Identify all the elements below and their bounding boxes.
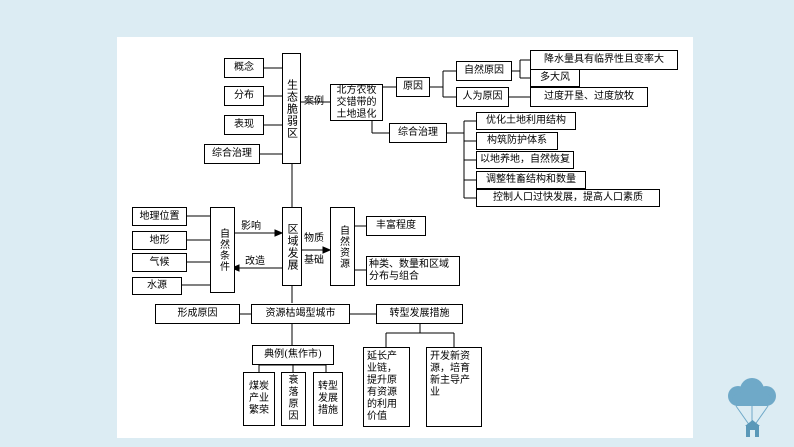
develop-new-resources-box: 开发新资源，培育新主导产业	[426, 347, 482, 427]
transformation-measures-short-box: 转型发展措施	[313, 372, 343, 426]
causes-box: 原因	[396, 77, 430, 97]
natural-resources-box: 自然资源	[330, 207, 355, 286]
optimize-land-use-box: 优化土地利用结构	[476, 112, 576, 130]
natural-conditions-box: 自然条件	[210, 207, 235, 293]
concept-box: 概念	[224, 58, 264, 78]
cloud-parachute-icon	[728, 378, 776, 437]
extend-industry-chain-box: 延长产业链，提升原有资源的利用价值	[363, 347, 410, 427]
case-label: 案例	[304, 96, 324, 107]
coal-industry-boom-box: 煤炭产业繁荣	[243, 372, 275, 426]
control-population-box: 控制人口过快发展，提高人口素质	[476, 189, 660, 207]
foundation-label: 基础	[304, 255, 324, 266]
distribution-box: 分布	[224, 86, 264, 106]
eco-fragile-zone-box: 生态脆弱区	[282, 53, 301, 164]
human-causes-box: 人为原因	[456, 87, 509, 107]
natural-causes-box: 自然原因	[456, 61, 512, 81]
geographic-location-box: 地理位置	[132, 207, 187, 226]
transform-label: 改造	[245, 256, 265, 267]
water-source-box: 水源	[132, 277, 182, 295]
many-strong-winds-box: 多大风	[530, 69, 580, 87]
rainfall-variability-box: 降水量具有临界性且变率大	[530, 50, 678, 70]
build-protection-system-box: 构筑防护体系	[476, 132, 558, 150]
comprehensive-governance-right-box: 综合治理	[389, 123, 447, 143]
comprehensive-governance-left-box: 综合治理	[204, 144, 260, 164]
adjust-livestock-box: 调整牲畜结构和数量	[476, 171, 586, 189]
climate-box: 气候	[132, 253, 187, 272]
terrain-box: 地形	[132, 231, 187, 250]
influence-label: 影响	[241, 221, 261, 232]
manifestation-box: 表现	[224, 115, 264, 135]
formation-causes-box: 形成原因	[155, 304, 240, 324]
land-restoration-box: 以地养地，自然恢复	[476, 151, 574, 169]
material-label: 物质	[304, 233, 324, 244]
decline-causes-box: 衰落原因	[281, 372, 306, 426]
resource-exhausted-city-box: 资源枯竭型城市	[251, 304, 350, 324]
north-farm-pasture-box: 北方农牧交错带的土地退化	[330, 84, 383, 121]
abundance-box: 丰富程度	[366, 216, 426, 236]
resource-types-box: 种类、数量和区域分布与组合	[366, 256, 460, 286]
overcultivation-box: 过度开垦、过度放牧	[530, 87, 648, 107]
typical-case-box: 典例(焦作市)	[252, 345, 334, 365]
regional-development-box: 区域发展	[282, 207, 302, 286]
transformation-measures-box: 转型发展措施	[376, 304, 463, 324]
